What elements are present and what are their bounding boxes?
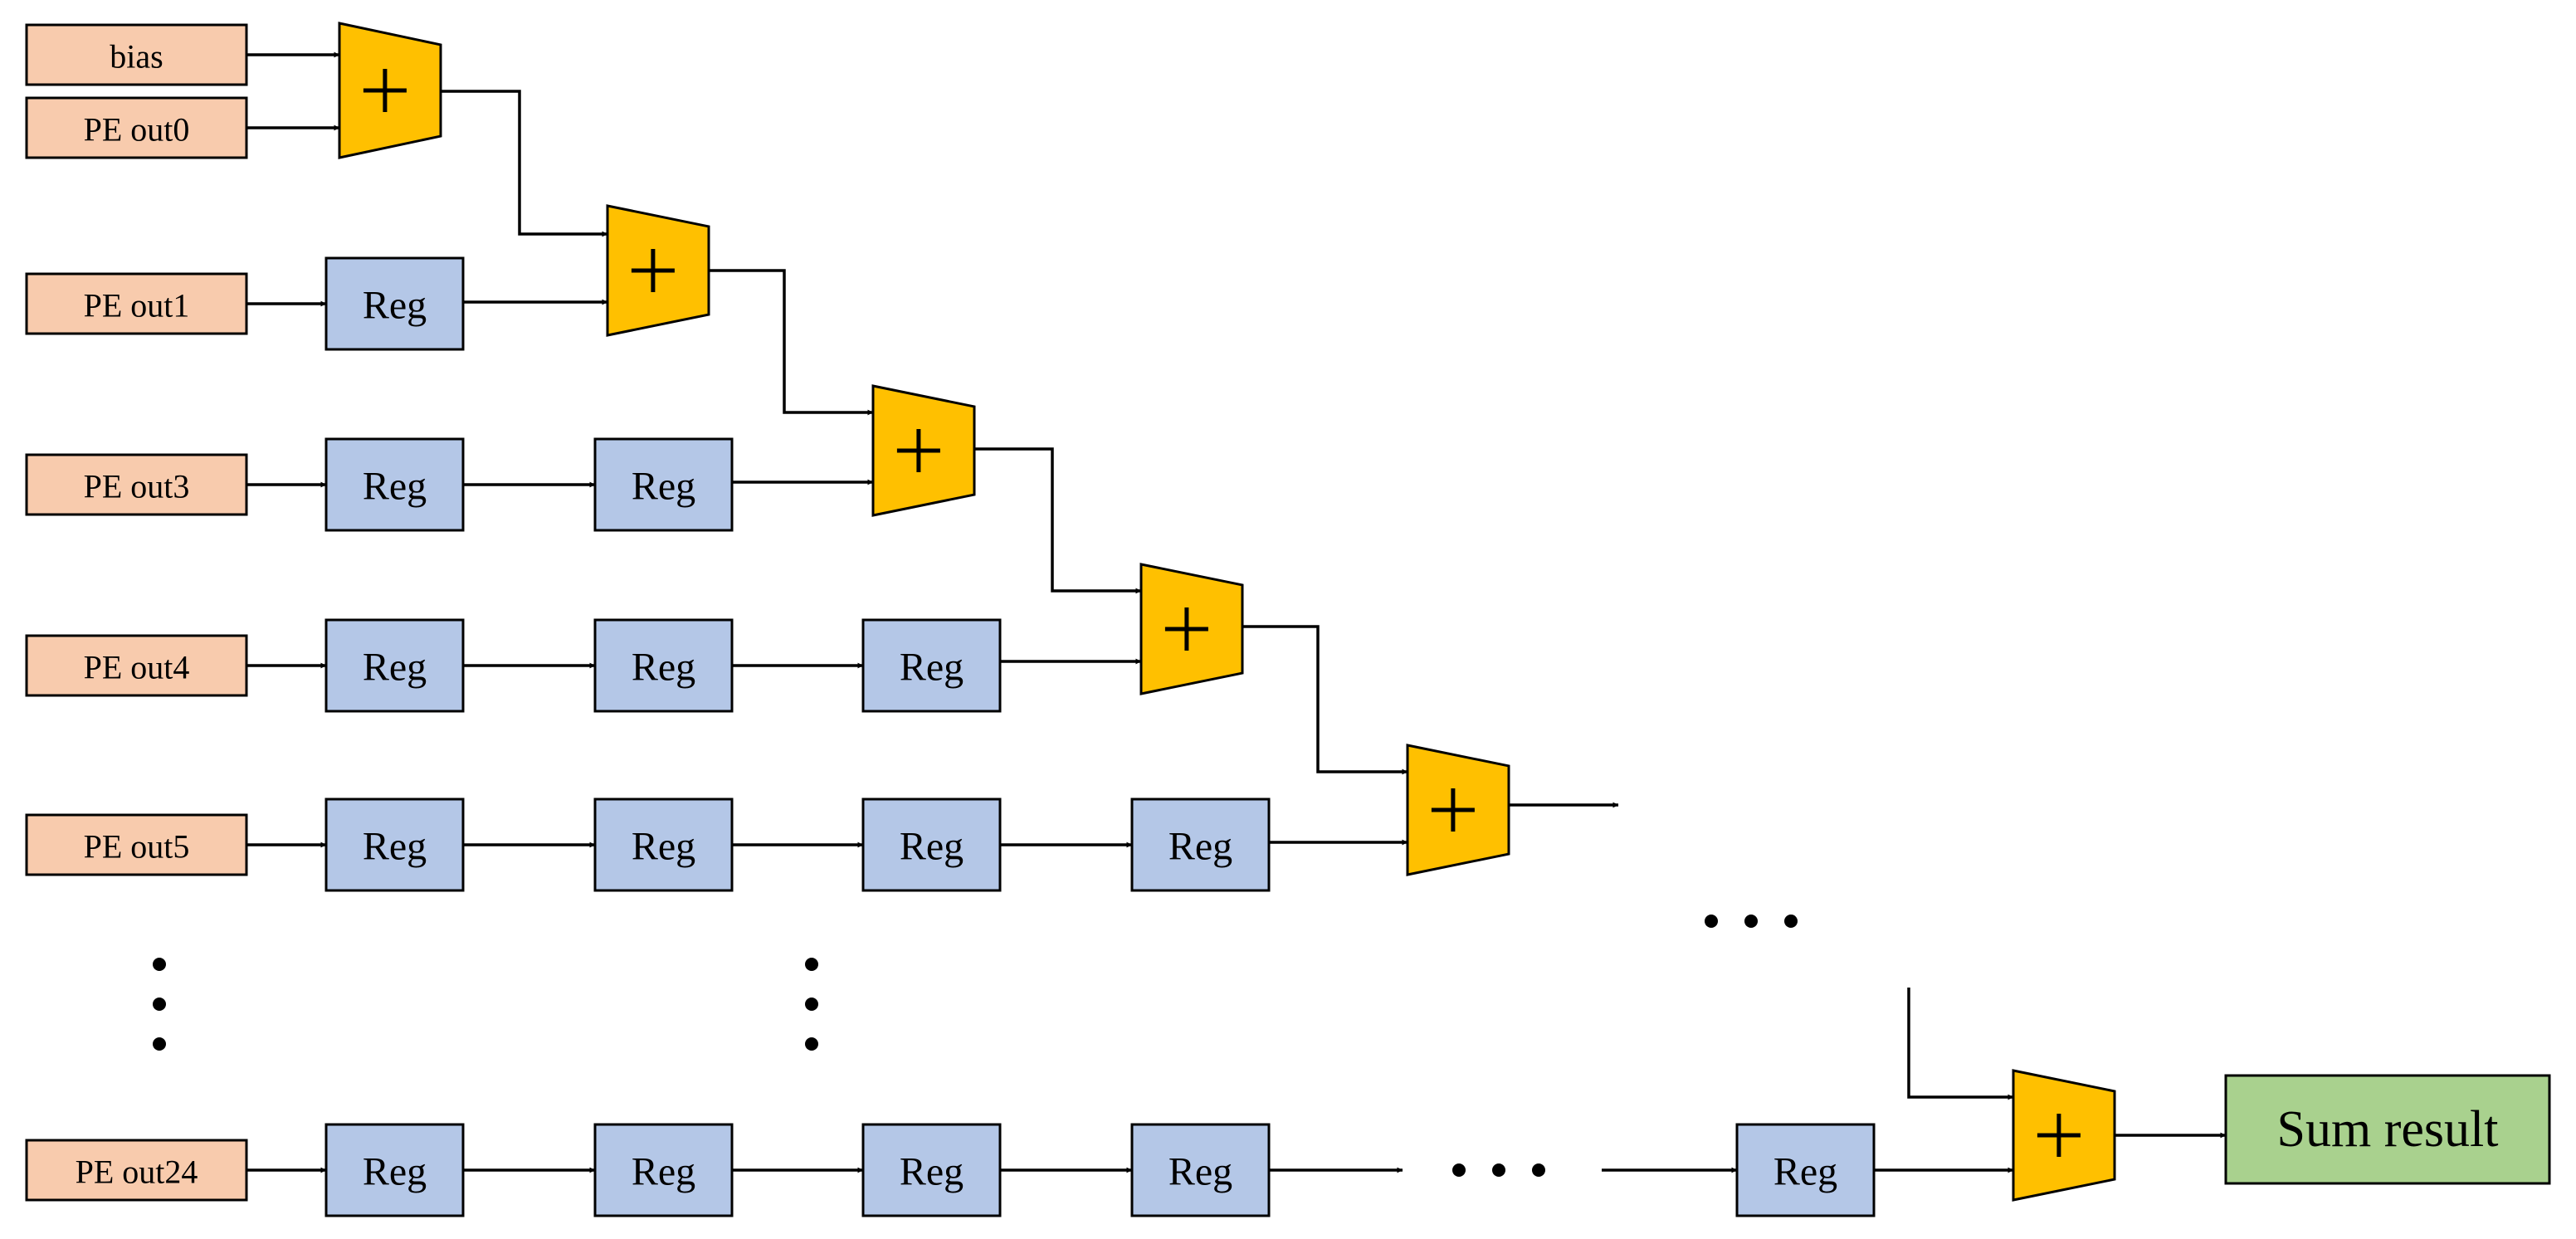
adder: [1139, 563, 1244, 695]
input-box: PE out24: [25, 1139, 248, 1202]
register-box: Reg: [861, 798, 1002, 892]
register-box: Reg: [1735, 1123, 1876, 1217]
sum-result-label: Sum result: [2277, 1101, 2499, 1158]
register-label: Reg: [363, 825, 427, 869]
register-box: Reg: [593, 437, 734, 532]
ellipsis-dots: [805, 958, 818, 1051]
input-label: bias: [110, 38, 163, 76]
register-label: Reg: [1773, 1150, 1837, 1194]
input-label: PE out4: [84, 649, 190, 686]
register-label: Reg: [632, 1150, 695, 1194]
register-box: Reg: [324, 437, 465, 532]
register-box: Reg: [593, 798, 734, 892]
input-box: PE out3: [25, 453, 248, 516]
register-box: Reg: [593, 618, 734, 713]
register-label: Reg: [900, 1150, 964, 1194]
register-box: Reg: [861, 618, 1002, 713]
input-box: bias: [25, 23, 248, 86]
register-label: Reg: [1168, 1150, 1232, 1194]
ellipsis-dots: [1452, 1163, 1545, 1177]
output-box: Sum result: [2224, 1074, 2551, 1185]
register-label: Reg: [363, 646, 427, 690]
input-label: PE out5: [84, 828, 190, 866]
adder: [338, 22, 442, 159]
ellipses: [153, 915, 1798, 1177]
register-box: Reg: [1130, 1123, 1271, 1217]
register-label: Reg: [900, 825, 964, 869]
adder: [606, 204, 710, 337]
input-box: PE out5: [25, 813, 248, 876]
wires: [246, 51, 2227, 1173]
register-box: Reg: [324, 618, 465, 713]
input-box: PE out4: [25, 634, 248, 697]
register-label: Reg: [632, 825, 695, 869]
register-label: Reg: [363, 284, 427, 328]
input-box: PE out0: [25, 96, 248, 159]
register-box: Reg: [861, 1123, 1002, 1217]
register-label: Reg: [900, 646, 964, 690]
register-box: Reg: [324, 256, 465, 351]
register-box: Reg: [593, 1123, 734, 1217]
wire-arrow: [441, 90, 608, 237]
register-label: Reg: [363, 465, 427, 509]
register-label: Reg: [1168, 825, 1232, 869]
ellipsis-dots: [153, 958, 166, 1051]
wire-arrow: [709, 269, 874, 416]
register-box: Reg: [324, 798, 465, 892]
input-label: PE out1: [84, 287, 190, 324]
wire-arrow: [1907, 988, 2014, 1100]
register-label: Reg: [632, 465, 695, 509]
input-label: PE out0: [84, 111, 190, 149]
register-label: Reg: [363, 1150, 427, 1194]
input-label: PE out24: [76, 1154, 198, 1191]
input-boxes: bias PE out0 PE out1 PE out3 PE out4 PE out5P…: [25, 23, 248, 1202]
register-box: Reg: [1130, 798, 1271, 892]
register-box: Reg: [324, 1123, 465, 1217]
adder: [2012, 1069, 2116, 1202]
sum-result-box: Sum result: [2224, 1074, 2551, 1185]
adder: [1406, 744, 1510, 876]
ellipsis-dots: [1705, 915, 1798, 928]
input-label: PE out3: [84, 468, 190, 505]
wire-arrow: [1242, 625, 1408, 775]
adders: [338, 22, 2116, 1202]
adder: [871, 384, 976, 517]
wire-arrow: [974, 447, 1142, 594]
register-label: Reg: [632, 646, 695, 690]
input-box: PE out1: [25, 272, 248, 335]
